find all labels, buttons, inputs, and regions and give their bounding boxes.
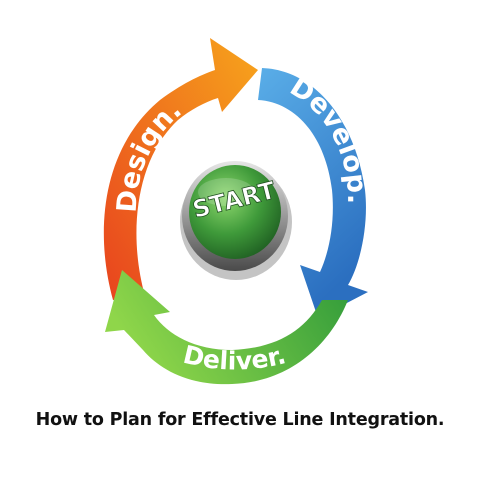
design-label: Design. bbox=[112, 94, 188, 214]
diagram-caption: How to Plan for Effective Line Integrati… bbox=[35, 410, 445, 430]
develop-label: Develop. bbox=[284, 71, 372, 204]
deliver-label: Deliver. bbox=[180, 340, 288, 376]
start-button[interactable]: START bbox=[180, 161, 292, 280]
